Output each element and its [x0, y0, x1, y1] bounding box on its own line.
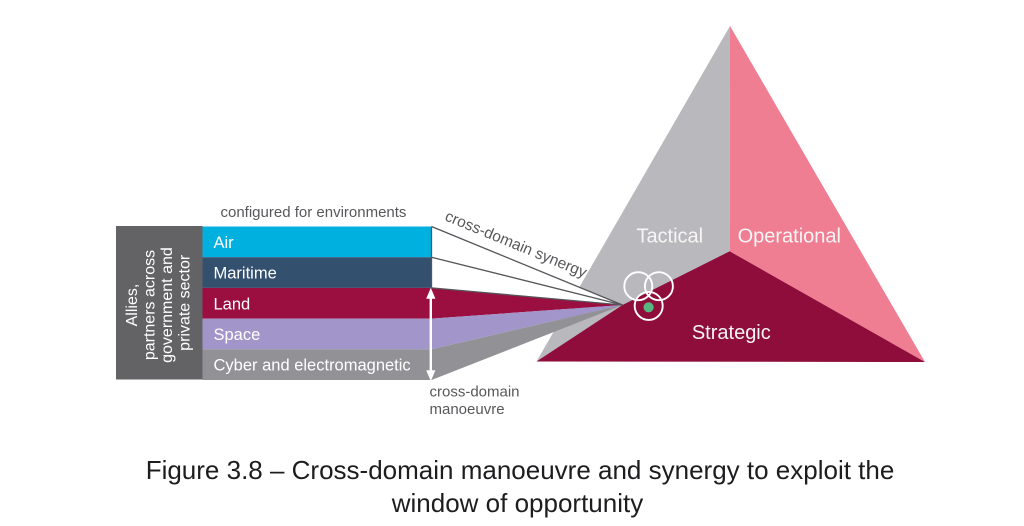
triangle-labels: Tactical Operational Strategic: [636, 226, 841, 344]
band-label-space: Space: [214, 326, 261, 344]
arrow-head-up: [426, 287, 436, 299]
band-labels: Air Maritime Land Space Cyber and electr…: [214, 234, 411, 375]
arrow-head-down: [426, 370, 436, 382]
band-label-maritime: Maritime: [214, 265, 277, 283]
manoeuvre-label-line-1: cross-domain: [430, 384, 520, 401]
band-label-air: Air: [214, 234, 235, 252]
strategic-region: [536, 251, 925, 362]
synergy-line-top: [431, 225, 623, 306]
operational-label: Operational: [738, 226, 841, 248]
allies-box-line-3: government and: [159, 247, 176, 363]
band-space: [202, 318, 432, 350]
venn-circle-bottom: [633, 290, 664, 321]
band-label-cyber: Cyber and electromagnetic: [214, 357, 411, 375]
figure-caption: Figure 3.8 – Cross-domain manoeuvre and …: [0, 454, 1024, 520]
operational-region: [729, 26, 925, 362]
strategic-label: Strategic: [692, 322, 771, 344]
synergy-line-middle: [431, 256, 623, 306]
allies-box: [116, 226, 203, 380]
venn-circles: [623, 271, 674, 321]
figure-caption-line-2: window of opportunity: [391, 488, 644, 518]
allies-box-label: Allies, partners across government and p…: [124, 243, 194, 363]
cross-domain-manoeuvre-label: cross-domain manoeuvre: [430, 384, 524, 419]
manoeuvre-label-line-2: manoeuvre: [430, 401, 505, 418]
band-maritime: [202, 257, 432, 288]
synergy-lines: [430, 225, 623, 306]
venn-circle-left: [623, 271, 654, 302]
venn-circle-right: [643, 271, 674, 302]
allies-box-line-2: partners across: [141, 250, 158, 360]
band-land: [202, 287, 432, 319]
band-label-land: Land: [214, 295, 251, 313]
allies-box-line-4: private sector: [176, 254, 193, 351]
tactical-label: Tactical: [636, 226, 703, 248]
band-cyber: [202, 349, 432, 380]
synergy-line-bottom: [431, 287, 623, 306]
allies-box-line-1: Allies,: [124, 284, 141, 327]
arrow-shaft: [429, 296, 432, 373]
manoeuvre-double-arrow: [426, 287, 436, 382]
window-of-opportunity-dot: [643, 302, 654, 313]
figure-caption-line-1: Figure 3.8 – Cross-domain manoeuvre and …: [145, 455, 895, 485]
cyber-wedge: [431, 305, 623, 380]
land-wedge: [431, 287, 623, 319]
band-air: [202, 226, 432, 258]
configured-for-environments-label: configured for environments: [221, 204, 407, 221]
